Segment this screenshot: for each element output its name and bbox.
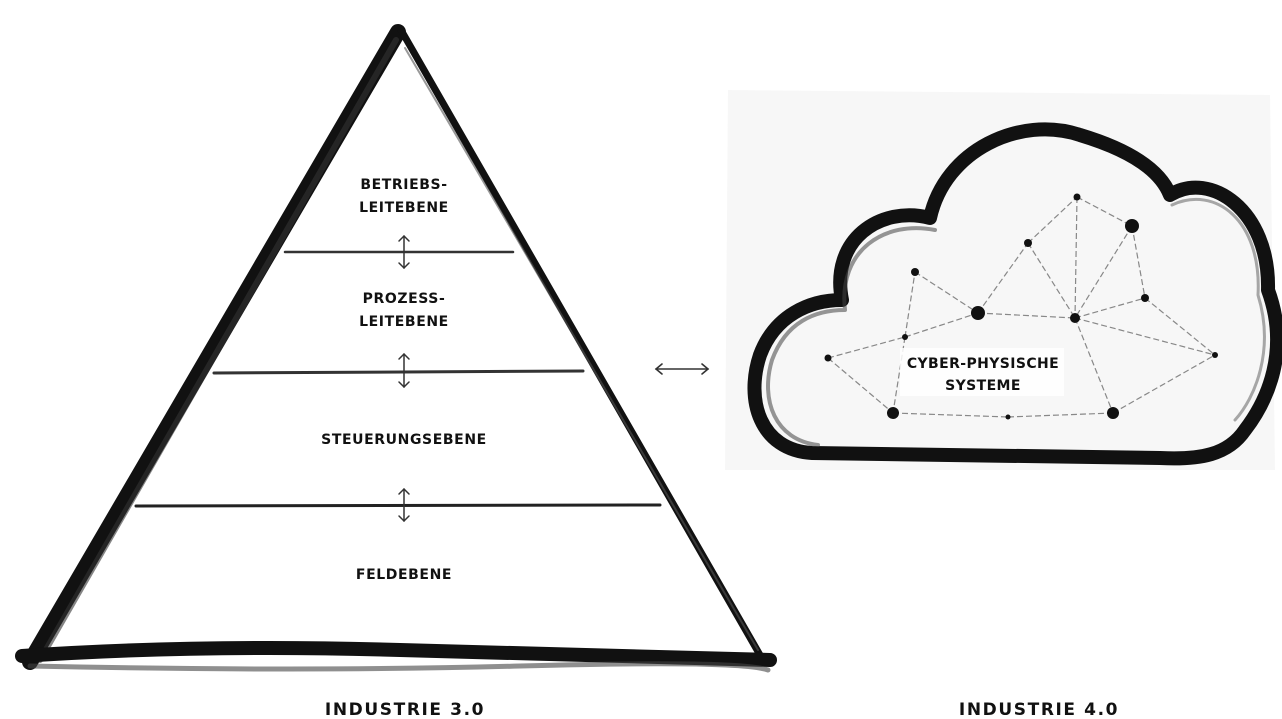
pyramid-outline xyxy=(15,24,777,673)
network-node xyxy=(1141,294,1149,302)
double-arrow-horizontal-icon xyxy=(654,363,710,375)
level-label: FELDEBENE xyxy=(356,567,452,583)
level-label: LEITEBENE xyxy=(359,200,449,216)
network-node xyxy=(1125,219,1139,233)
level-label: PROZESS- xyxy=(363,291,446,307)
cloud-label-line: SYSTEME xyxy=(945,378,1021,394)
level-label: STEUERUNGSEBENE xyxy=(321,432,487,448)
divider-line xyxy=(134,503,662,508)
cloud-outline xyxy=(747,122,1282,466)
network-node xyxy=(911,268,919,276)
network-node xyxy=(824,354,832,362)
cloud: CYBER-PHYSISCHE SYSTEME INDUSTRIE 4.0 xyxy=(725,90,1282,719)
network-node xyxy=(887,407,899,419)
double-arrow-vertical-icon xyxy=(398,487,410,523)
level-label: LEITEBENE xyxy=(359,314,449,330)
caption-industrie-4: INDUSTRIE 4.0 xyxy=(959,700,1119,719)
network-node xyxy=(971,306,985,320)
double-arrow-vertical-icon xyxy=(398,234,410,270)
pyramid-level-labels: BETRIEBS- LEITEBENE PROZESS- LEITEBENE S… xyxy=(321,177,487,583)
double-arrow-vertical-icon xyxy=(398,352,410,389)
network-node xyxy=(1212,352,1218,358)
level-label: BETRIEBS- xyxy=(360,177,447,193)
network-node xyxy=(1070,313,1080,323)
network-node xyxy=(1005,414,1011,420)
network-node xyxy=(1024,239,1032,247)
network-node xyxy=(1073,193,1081,201)
network-node xyxy=(1107,407,1119,419)
pyramid: BETRIEBS- LEITEBENE PROZESS- LEITEBENE S… xyxy=(15,24,777,719)
cloud-label: CYBER-PHYSISCHE SYSTEME xyxy=(900,348,1064,396)
network-node xyxy=(902,334,908,340)
cloud-shadow xyxy=(725,90,1275,470)
divider-line xyxy=(212,369,585,375)
pyramid-dividers xyxy=(134,250,662,508)
pyramid-arrows xyxy=(398,234,410,523)
network-edges xyxy=(827,196,1216,418)
cloud-label-line: CYBER-PHYSISCHE xyxy=(907,356,1059,372)
network-nodes xyxy=(824,193,1218,420)
caption-industrie-3: INDUSTRIE 3.0 xyxy=(325,700,485,719)
